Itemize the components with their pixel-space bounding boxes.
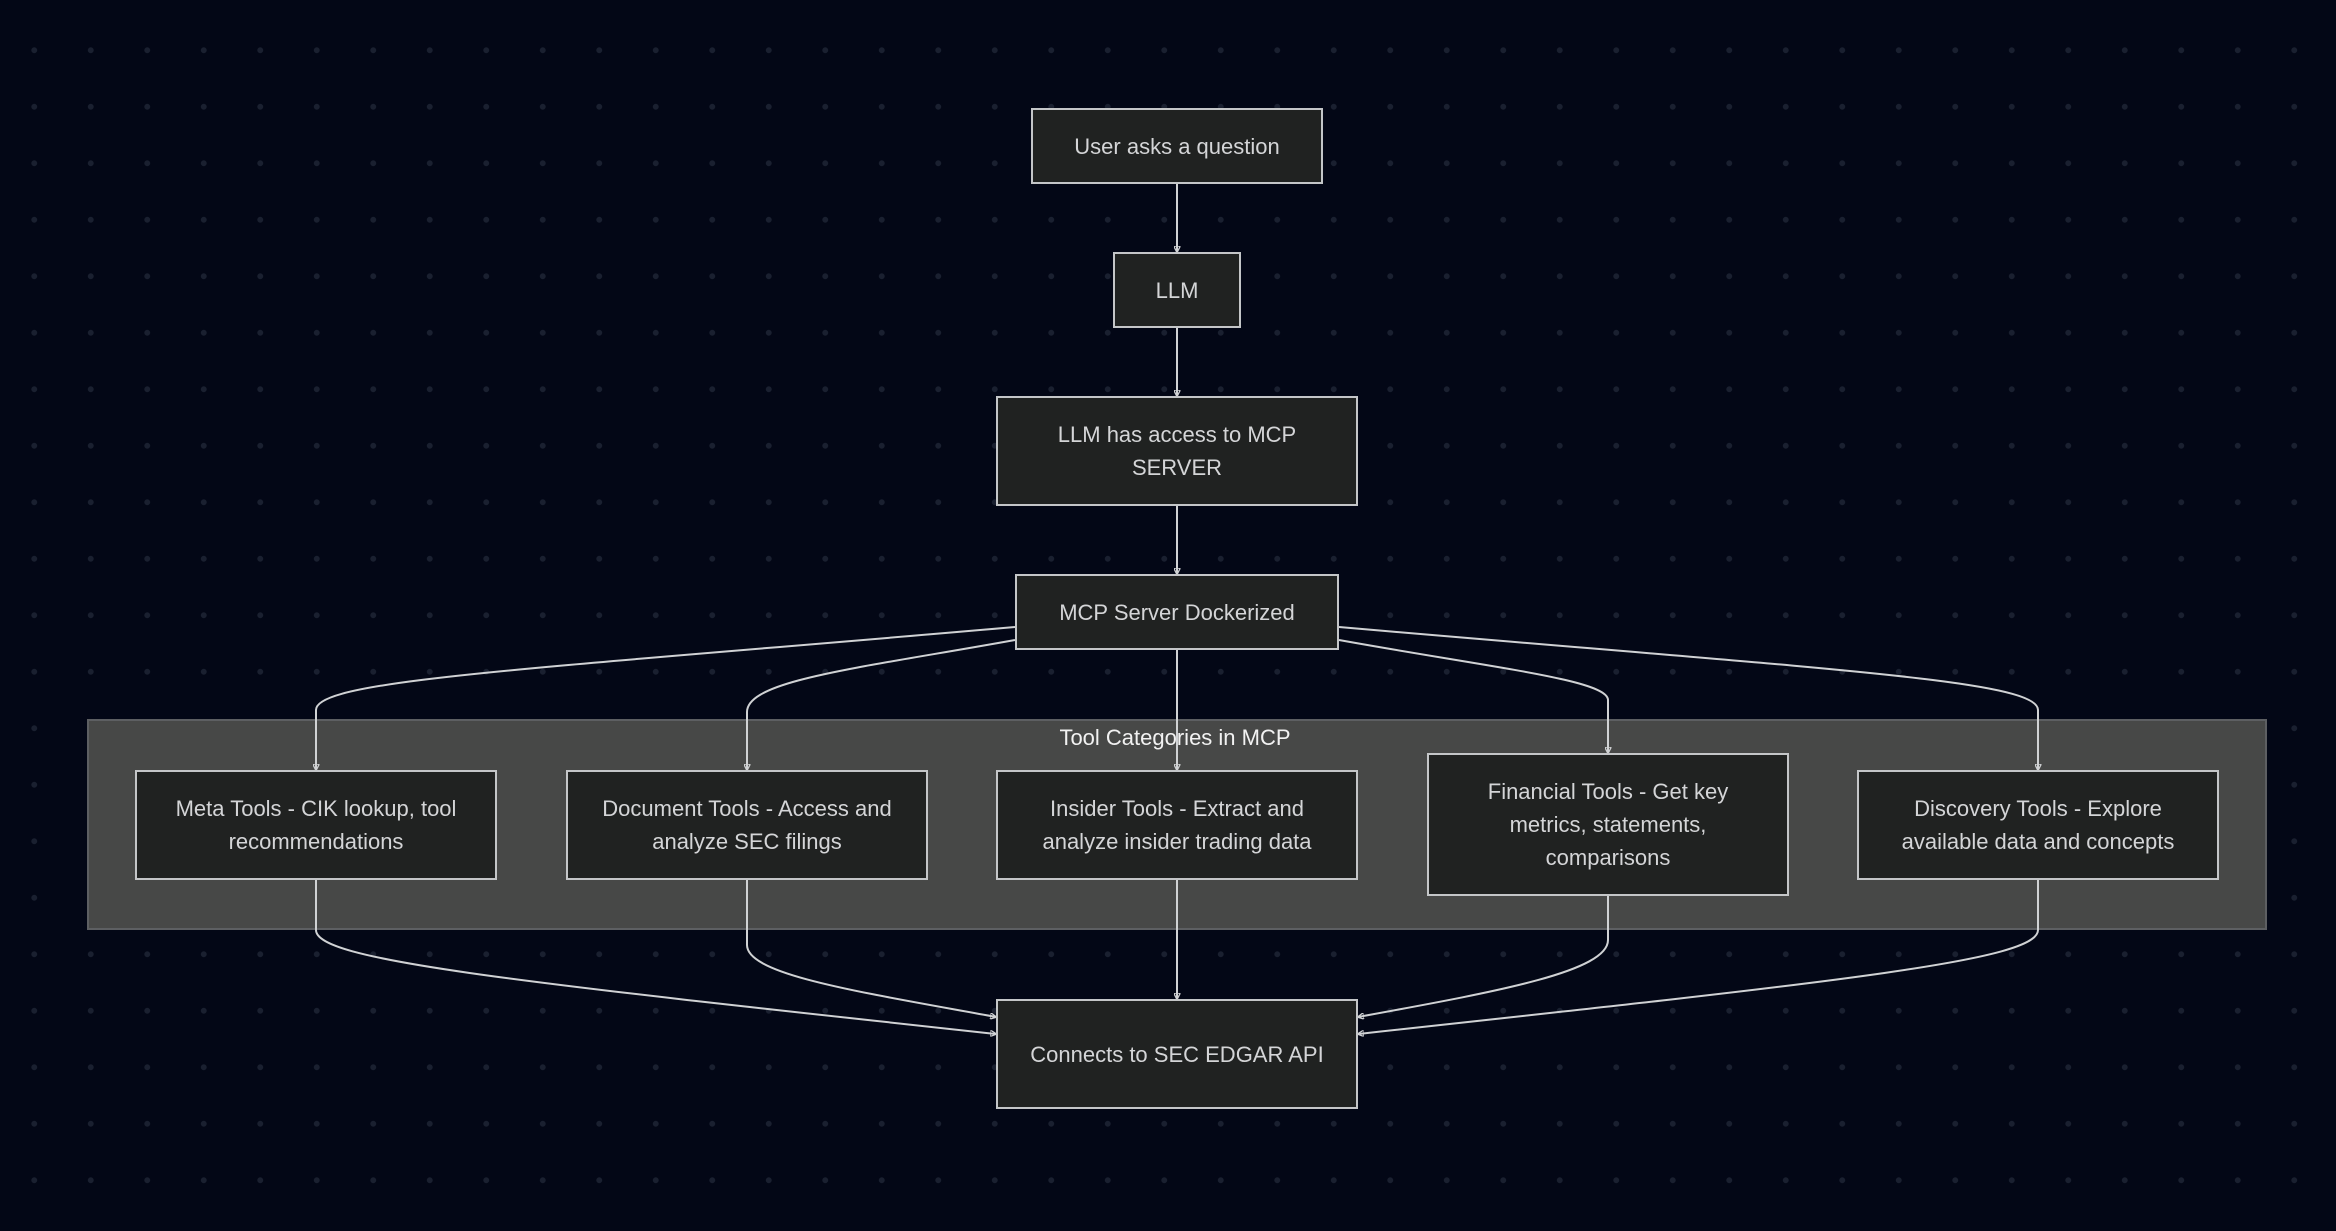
meta-tools-node[interactable]: Meta Tools - CIK lookup, tool recommenda… bbox=[135, 770, 497, 880]
llm-node[interactable]: LLM bbox=[1113, 252, 1241, 328]
document-tools-node[interactable]: Document Tools - Access and analyze SEC … bbox=[566, 770, 928, 880]
discovery-tools-node[interactable]: Discovery Tools - Explore available data… bbox=[1857, 770, 2219, 880]
financial-tools-node[interactable]: Financial Tools - Get key metrics, state… bbox=[1427, 753, 1789, 896]
insider-tools-node[interactable]: Insider Tools - Extract and analyze insi… bbox=[996, 770, 1358, 880]
user-question-node[interactable]: User asks a question bbox=[1031, 108, 1323, 184]
llm-access-node[interactable]: LLM has access to MCP SERVER bbox=[996, 396, 1358, 506]
mcp-docker-node[interactable]: MCP Server Dockerized bbox=[1015, 574, 1339, 650]
sec-edgar-node[interactable]: Connects to SEC EDGAR API bbox=[996, 999, 1358, 1109]
group-title: Tool Categories in MCP Server bbox=[1059, 725, 1291, 759]
